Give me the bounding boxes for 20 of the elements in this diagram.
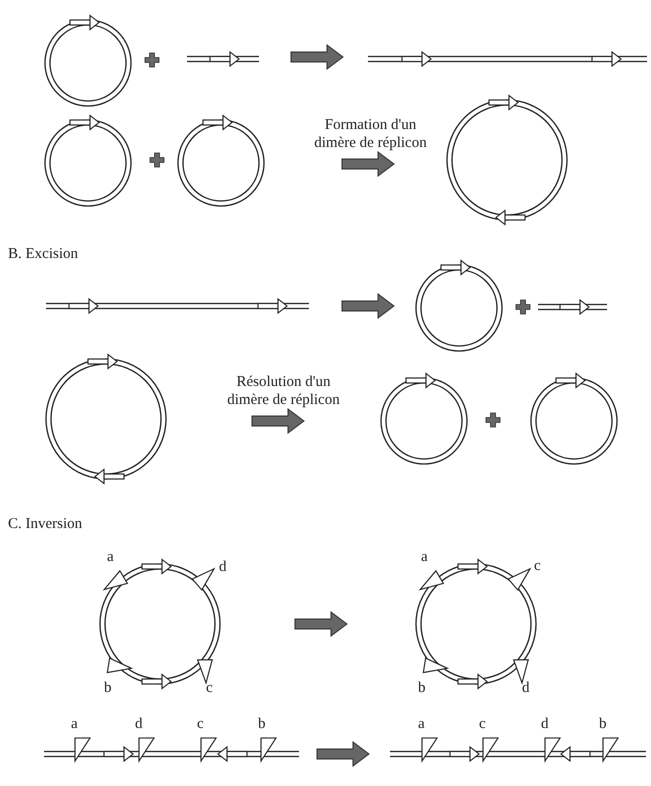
- site-letter: c: [479, 715, 486, 733]
- site-letter: d: [135, 715, 142, 733]
- site-letter: a: [71, 715, 78, 733]
- site-letter: d: [219, 558, 226, 576]
- site-letter: d: [541, 715, 548, 733]
- site-letter: b: [258, 715, 266, 733]
- process-caption: Formation d'un dimère de réplicon: [313, 116, 428, 152]
- section-heading: C. Inversion: [8, 515, 82, 533]
- site-letter: b: [104, 679, 112, 697]
- site-letter: c: [534, 557, 541, 575]
- site-letter: b: [599, 715, 606, 733]
- site-letter: d: [522, 679, 530, 697]
- site-letter: c: [206, 679, 213, 697]
- process-caption: Résolution d'un dimère de réplicon: [226, 373, 341, 409]
- section-heading: B. Excision: [8, 245, 78, 263]
- site-letter: b: [418, 679, 426, 697]
- site-letter: a: [107, 548, 114, 566]
- site-letter: c: [197, 715, 204, 733]
- site-letter: a: [418, 715, 425, 733]
- site-letter: a: [421, 548, 428, 566]
